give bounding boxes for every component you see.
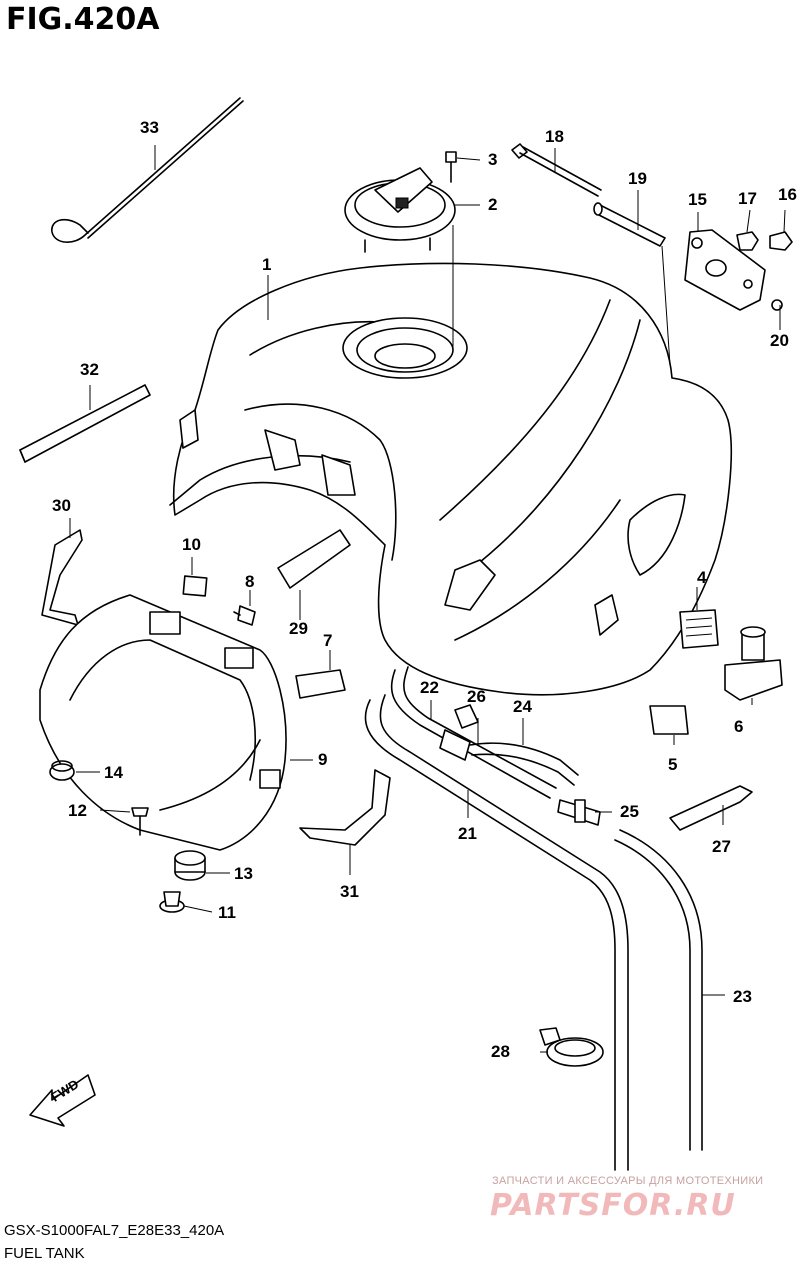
clip-11-part bbox=[159, 891, 185, 913]
bracket-15-part bbox=[684, 229, 766, 311]
clip-5-part bbox=[649, 705, 689, 735]
callout-20: 20 bbox=[770, 331, 789, 350]
callout-16: 16 bbox=[778, 185, 797, 204]
fuel-tank-part bbox=[169, 262, 732, 696]
damper-6-part bbox=[724, 626, 783, 701]
callout-3: 3 bbox=[488, 150, 498, 169]
callout-2: 2 bbox=[488, 195, 498, 214]
bolt-12-part bbox=[131, 807, 149, 836]
clamp-28-part bbox=[539, 1027, 604, 1067]
leader-lines bbox=[69, 145, 786, 1053]
tray-9-part bbox=[39, 594, 287, 851]
pad-4-part bbox=[679, 609, 719, 649]
callout-19: 19 bbox=[628, 169, 647, 188]
bolt-8-part bbox=[233, 605, 256, 626]
callout-29: 29 bbox=[289, 619, 308, 638]
pad-29-part bbox=[277, 529, 351, 589]
callout-7: 7 bbox=[323, 631, 333, 650]
callout-9: 9 bbox=[318, 750, 328, 769]
callout-11: 11 bbox=[218, 903, 236, 922]
callout-23: 23 bbox=[733, 987, 752, 1006]
hose-22-part bbox=[390, 666, 557, 799]
callout-21: 21 bbox=[458, 824, 477, 843]
callout-25: 25 bbox=[620, 802, 639, 821]
bolt-16-part bbox=[769, 231, 793, 251]
callout-17: 17 bbox=[738, 189, 757, 208]
callout-28: 28 bbox=[491, 1042, 510, 1061]
watermark-tagline: ЗАПЧАСТИ И АКСЕССУАРЫ ДЛЯ МОТОТЕХНИКИ bbox=[492, 1175, 764, 1187]
bracket-30-part bbox=[41, 529, 83, 626]
callout-13: 13 bbox=[234, 864, 253, 883]
watermark-logo: PARTSFOR.RU bbox=[490, 1188, 736, 1223]
callout-4: 4 bbox=[697, 568, 707, 587]
clamp-26-part bbox=[439, 704, 479, 761]
callout-8: 8 bbox=[245, 572, 255, 591]
bolt-18-part bbox=[511, 143, 602, 197]
callout-33: 33 bbox=[140, 118, 159, 137]
hose-21-part bbox=[364, 694, 629, 1171]
figure-caption: FUEL TANK bbox=[4, 1245, 85, 1262]
cushion-13-part bbox=[174, 850, 206, 881]
callout-1: 1 bbox=[262, 255, 272, 274]
callout-30: 30 bbox=[52, 496, 71, 515]
hose-24-part bbox=[469, 742, 579, 786]
callout-15: 15 bbox=[688, 190, 707, 209]
cushion-strip-part bbox=[19, 384, 151, 463]
pad-10-part bbox=[182, 575, 208, 597]
callout-6: 6 bbox=[734, 717, 744, 736]
model-code: GSX-S1000FAL7_E28E33_420A bbox=[4, 1222, 225, 1239]
callout-22: 22 bbox=[420, 678, 439, 697]
cover-7-part bbox=[295, 669, 346, 699]
callout-18: 18 bbox=[545, 127, 564, 146]
stay-rod-part bbox=[51, 97, 244, 243]
callout-24: 24 bbox=[513, 697, 532, 716]
fuel-cap-part bbox=[344, 167, 456, 253]
hose-23-part bbox=[614, 829, 703, 1151]
figure-title: FIG.420A bbox=[6, 2, 160, 37]
callout-5: 5 bbox=[668, 755, 678, 774]
grommet-14-part bbox=[49, 760, 75, 781]
callout-31: 31 bbox=[340, 882, 359, 901]
fwd-arrow-icon bbox=[29, 1074, 96, 1127]
joint-25-part bbox=[557, 799, 601, 826]
band-27-part bbox=[669, 785, 753, 831]
callout-27: 27 bbox=[712, 837, 731, 856]
nut-17-part bbox=[736, 231, 759, 251]
cap-bolt-part bbox=[445, 151, 457, 183]
bracket-31-part bbox=[299, 769, 391, 846]
callout-26: 26 bbox=[467, 687, 486, 706]
callout-14: 14 bbox=[104, 763, 123, 782]
callout-32: 32 bbox=[80, 360, 99, 379]
callout-10: 10 bbox=[182, 535, 201, 554]
spacer-19-part bbox=[593, 202, 666, 247]
callout-12: 12 bbox=[68, 801, 87, 820]
